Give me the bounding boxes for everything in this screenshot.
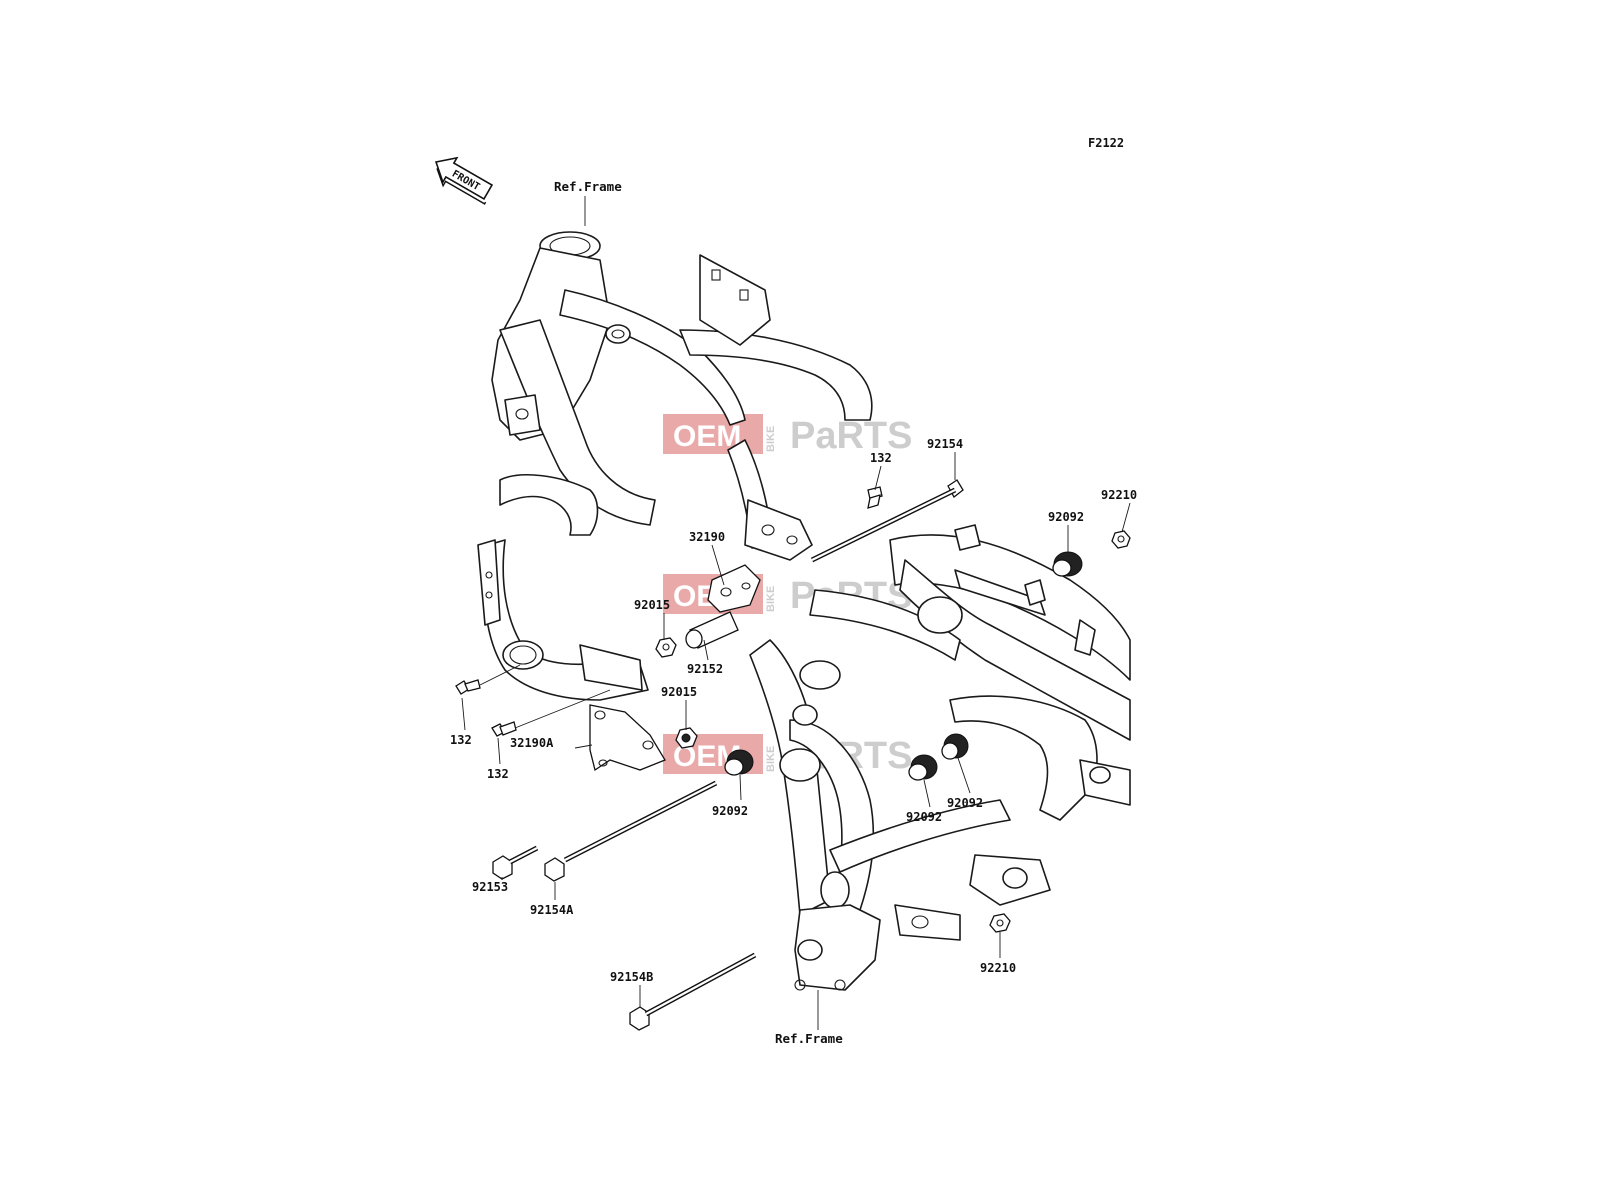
- bolt-132-top[interactable]: [867, 486, 883, 509]
- label-132-left[interactable]: 132: [450, 733, 472, 747]
- label-92092-left[interactable]: 92092: [712, 804, 748, 818]
- bolt-92154B[interactable]: [629, 952, 757, 1031]
- nut-92210-top[interactable]: [1111, 530, 1131, 549]
- ref-frame-bottom-label: Ref.Frame: [775, 1031, 843, 1046]
- label-132-mid[interactable]: 132: [487, 767, 509, 781]
- label-92154B[interactable]: 92154B: [610, 970, 653, 984]
- collar-92152[interactable]: [685, 611, 739, 649]
- label-92153[interactable]: 92153: [472, 880, 508, 894]
- leader-lines: [461, 452, 1131, 1007]
- main-frame-drawing: [477, 231, 873, 701]
- watermark-parts: PaRTS: [790, 415, 912, 457]
- label-92154-top[interactable]: 92154: [927, 437, 963, 451]
- front-arrow-icon: FRONT: [434, 156, 494, 205]
- bolt-132-left[interactable]: [455, 679, 481, 695]
- damper-92092-mid[interactable]: [908, 754, 938, 781]
- figure-code: F2122: [1088, 136, 1124, 150]
- nut-92210-bottom[interactable]: [989, 913, 1011, 933]
- bolt-92153[interactable]: [492, 845, 539, 880]
- damper-92092-right[interactable]: [941, 733, 969, 760]
- label-92154A[interactable]: 92154A: [530, 903, 574, 917]
- part-labels: 132 92154 92210 92092 32190 92015 92152 …: [450, 437, 1137, 984]
- right-frame-drawing: [749, 524, 1131, 991]
- nut-92015-lower[interactable]: [675, 727, 698, 749]
- label-32190A[interactable]: 32190A: [510, 736, 554, 750]
- bolt-132-mid[interactable]: [491, 721, 517, 737]
- bolt-92154-long[interactable]: [810, 479, 964, 563]
- label-92210-bottom[interactable]: 92210: [980, 961, 1016, 975]
- ref-frame-top-label: Ref.Frame: [554, 179, 622, 194]
- label-92152[interactable]: 92152: [687, 662, 723, 676]
- damper-92092-left[interactable]: [724, 749, 754, 776]
- label-92092-top[interactable]: 92092: [1048, 510, 1084, 524]
- bolt-92154-lower[interactable]: [563, 780, 718, 863]
- bracket-32190A[interactable]: [589, 704, 666, 772]
- label-132-top[interactable]: 132: [870, 451, 892, 465]
- damper-92092-top[interactable]: [1052, 551, 1083, 577]
- bracket-32190[interactable]: [707, 564, 761, 613]
- label-92092-right[interactable]: 92092: [947, 796, 983, 810]
- label-92015-lower[interactable]: 92015: [661, 685, 697, 699]
- label-92015-upper[interactable]: 92015: [634, 598, 670, 612]
- watermark-bike: BIKE: [765, 746, 777, 772]
- bolt-92154A[interactable]: [544, 857, 565, 882]
- label-92092-mid[interactable]: 92092: [906, 810, 942, 824]
- label-92210-top[interactable]: 92210: [1101, 488, 1137, 502]
- watermark-bike: BIKE: [765, 586, 777, 612]
- label-32190[interactable]: 32190: [689, 530, 725, 544]
- nut-92015-upper[interactable]: [655, 637, 677, 658]
- watermark-bike: BIKE: [765, 426, 777, 452]
